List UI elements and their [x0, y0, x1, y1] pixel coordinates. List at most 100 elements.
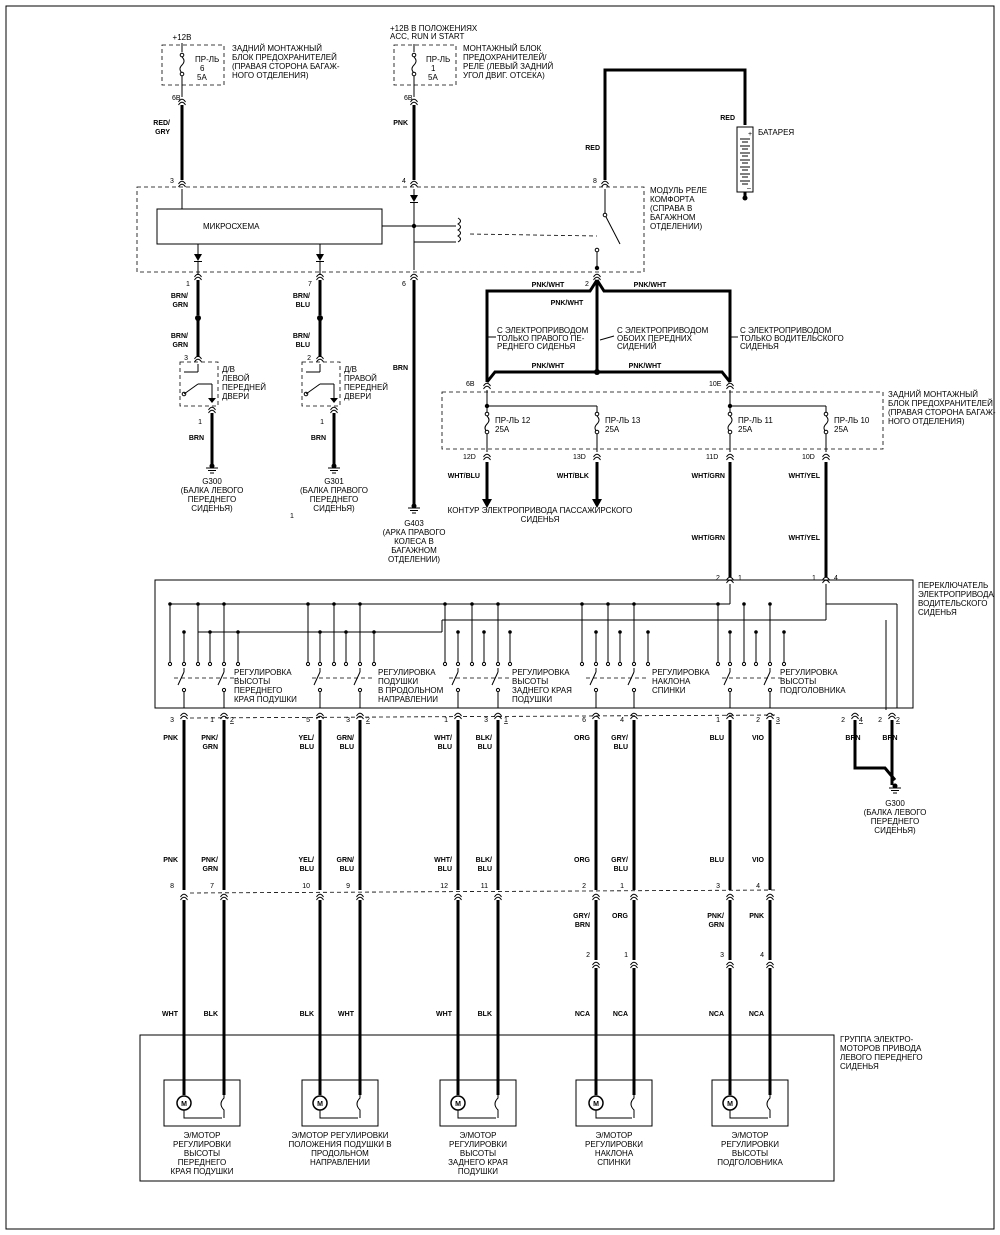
- ground-wire: [853, 720, 897, 781]
- wire-color-label: GRY/: [611, 857, 628, 864]
- wire-color-label: ORG: [612, 913, 629, 920]
- block-pin: 10D: [802, 454, 815, 461]
- block-pin: 6B: [466, 381, 475, 388]
- motor-box: [711, 1079, 789, 1127]
- junction-dot: [727, 403, 733, 409]
- motor-label: Э/МОТОР: [184, 1131, 221, 1140]
- junction-dot: [470, 602, 474, 606]
- wire-color-label: BLU: [614, 866, 628, 873]
- connector-symbol: [483, 385, 491, 390]
- motor-label: Э/МОТОР: [596, 1131, 633, 1140]
- switch-contact: [727, 411, 733, 417]
- junction-dot: [344, 630, 348, 634]
- wire-color-label: YEL/: [298, 857, 314, 864]
- fuse-amp: 5A: [197, 73, 207, 82]
- wire-color-label: BLU: [438, 744, 452, 751]
- fuse-block-description: БЛОК ПРЕДОХРАНИТЕЛЕЙ: [232, 53, 337, 62]
- switch-section-label: ВЫСОТЫ: [780, 677, 816, 686]
- switch-output-pin: 5: [306, 717, 310, 724]
- connector-symbol: [822, 579, 830, 584]
- option-note-both: ОБОИХ ПЕРЕДНИХ: [617, 334, 693, 343]
- switch-contact: [179, 52, 185, 58]
- switch-contact: [767, 661, 773, 667]
- ground-g301-label: G301: [324, 477, 344, 486]
- battery-minus-sign: –: [747, 185, 751, 192]
- connector-symbol: [180, 896, 188, 901]
- door-switch-left-label: ЛЕВОЙ: [222, 374, 250, 383]
- wire-color-label: PNK/WHT: [634, 282, 667, 289]
- connector-symbol: [766, 896, 774, 901]
- switch-output-pin: 4: [620, 717, 624, 724]
- option-note-driver-only: С ЭЛЕКТРОПРИВОДОМ: [740, 326, 832, 335]
- junction-dot: [754, 630, 758, 634]
- wire-color-label: BLU: [340, 866, 354, 873]
- fuse-symbol: [727, 415, 733, 433]
- door-switch-left-label: Д/В: [222, 365, 235, 374]
- connector-symbol: [330, 409, 338, 414]
- junction-dot: [606, 602, 610, 606]
- wire-color-label: BLU: [478, 744, 492, 751]
- switch-section-label: ВЫСОТЫ: [234, 677, 270, 686]
- switch-contact: [823, 411, 829, 417]
- wire-color-label: BLK: [300, 1011, 314, 1018]
- inline-connector-pin: 2: [582, 883, 586, 890]
- connector-symbol: [356, 893, 364, 898]
- junction-dot: [306, 602, 310, 606]
- motor-label: РЕГУЛИРОВКИ: [449, 1140, 507, 1149]
- module-pin-top: 4: [402, 178, 406, 185]
- ground-g301-label: СИДЕНЬЯ): [313, 504, 355, 513]
- inline-connector-pin: 1: [624, 952, 628, 959]
- connector-symbol: [316, 715, 324, 720]
- switch-output-pin: 3: [484, 717, 488, 724]
- connector-symbol: [494, 712, 502, 717]
- motor-label: РЕГУЛИРОВКИ: [721, 1140, 779, 1149]
- switch-output-pin: 4: [859, 717, 863, 724]
- connector-symbol: [592, 896, 600, 901]
- switch-contact: [631, 687, 637, 693]
- switch-contact: [594, 429, 600, 435]
- junction-dot: [182, 630, 186, 634]
- connector-symbol: [178, 183, 186, 188]
- option-note-both: СИДЕНИЙ: [617, 342, 657, 351]
- inline-connector-pin: 12: [440, 883, 448, 890]
- connector-symbol: [208, 409, 216, 414]
- junction-dot: [168, 602, 172, 606]
- switch-output-pin: 1: [210, 717, 214, 724]
- wire-color-label: GRN: [202, 866, 218, 873]
- ground-g300-label: СИДЕНЬЯ): [874, 826, 916, 835]
- junction-dot: [618, 630, 622, 634]
- junction-dot: [196, 602, 200, 606]
- motor-wire: [356, 1095, 361, 1118]
- switch-contact: [181, 661, 187, 667]
- fuse-symbol: [411, 56, 417, 74]
- motor-icon: M: [181, 1101, 187, 1108]
- door-switch-left-box: [179, 361, 219, 407]
- fuse-supply-label: +12В В ПОЛОЖЕНИЯХ: [390, 24, 478, 33]
- connector-symbol: [410, 273, 418, 278]
- inline-connector-pin: 2: [586, 952, 590, 959]
- wire-color-label: BRN: [393, 365, 408, 372]
- connector-symbol: [592, 964, 600, 969]
- connector-symbol: [483, 382, 491, 387]
- switch-section-label: ПОДГОЛОВНИКА: [780, 686, 846, 695]
- connector-symbol: [592, 715, 600, 720]
- ground-g301-label: ПЕРЕДНЕГО: [310, 495, 358, 504]
- connector-symbol: [316, 276, 324, 281]
- connector-symbol: [726, 715, 734, 720]
- wire-color-label: BRN/: [293, 333, 310, 340]
- fuse-block-description: НОГО ОТДЕЛЕНИЯ): [232, 71, 309, 80]
- connector-symbol: [194, 276, 202, 281]
- wire-line: [604, 214, 621, 245]
- wire-color-label: GRY/: [573, 913, 590, 920]
- switch-contact: [753, 661, 759, 667]
- switch-section-label: ЗАДНЕГО КРАЯ: [512, 686, 572, 695]
- option-note-both: С ЭЛЕКТРОПРИВОДОМ: [617, 326, 709, 335]
- connector-symbol: [593, 273, 601, 278]
- module-pin-bottom: 1: [186, 281, 190, 288]
- wire-line: [183, 383, 199, 395]
- ground-g300-label: ПЕРЕДНЕГО: [871, 817, 919, 826]
- battery-label: БАТАРЕЯ: [758, 128, 794, 137]
- connector-symbol: [726, 712, 734, 717]
- wire-color-label: PNK: [749, 913, 764, 920]
- junction-dot: [594, 630, 598, 634]
